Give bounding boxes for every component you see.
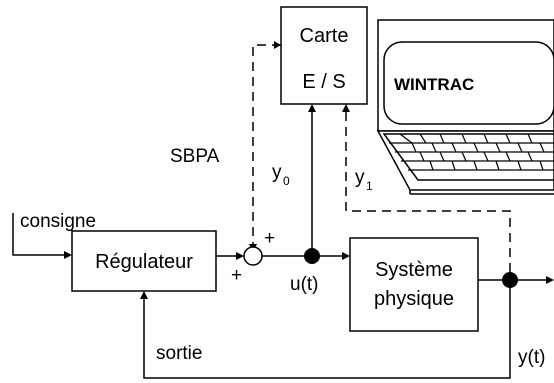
sum-to-system-arrowhead: [342, 252, 350, 260]
output-arrowhead: [546, 276, 554, 284]
y1-label: y: [355, 167, 365, 188]
feedback-arrowhead: [140, 291, 148, 299]
systeme-label-line1: Système: [375, 259, 453, 281]
regulateur-label: Régulateur: [95, 251, 193, 273]
laptop-icon: [376, 19, 554, 195]
sbpa-arrowhead-carte: [274, 41, 281, 49]
carte-label: Carte: [300, 25, 349, 47]
consigne-line: [12, 213, 64, 256]
y1-line: [345, 111, 511, 272]
systeme-box: [349, 237, 479, 332]
regulateur-box: [71, 230, 217, 292]
sortie-label: sortie: [156, 343, 202, 364]
plus-sign-bottom: +: [231, 265, 242, 286]
summing-junction: [243, 246, 263, 266]
regulateur-to-sum-arrowhead: [236, 252, 244, 260]
y0-subscript: 0: [283, 174, 290, 188]
carte-es-box: [280, 6, 368, 105]
u-label: u(t): [290, 274, 319, 295]
consigne-label: consigne: [20, 211, 96, 232]
wintrac-label: WINTRAC: [394, 75, 474, 94]
y0-arrowhead: [308, 104, 316, 112]
systeme-label-line2: physique: [374, 288, 454, 310]
y0-label: y: [272, 162, 282, 183]
es-label: E / S: [302, 71, 345, 93]
yt-label: y(t): [518, 347, 545, 368]
consigne-arrowhead: [64, 251, 72, 259]
u-node: [304, 248, 320, 264]
y1-arrowhead: [342, 104, 350, 112]
feedback-line: [143, 280, 511, 379]
sbpa-label: SBPA: [170, 146, 220, 167]
sbpa-line: [252, 44, 281, 247]
plus-sign-top: +: [264, 228, 275, 249]
y1-subscript: 1: [366, 179, 373, 193]
